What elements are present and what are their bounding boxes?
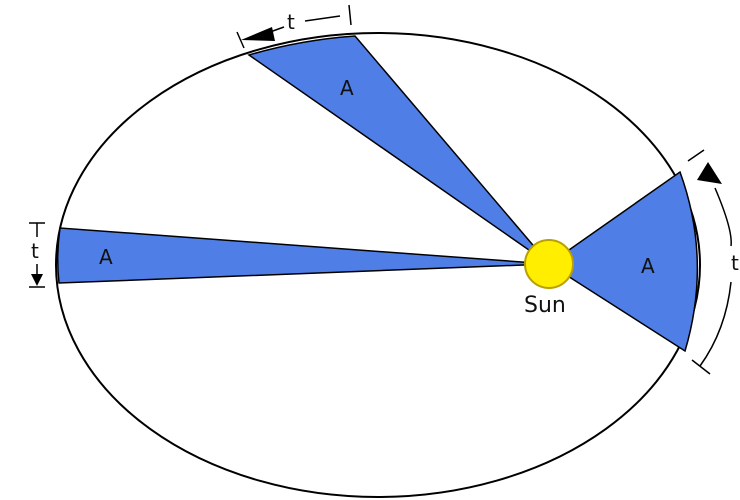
time-label-right: t <box>731 251 739 275</box>
time-label-left: t <box>31 239 39 263</box>
area-label-left: A <box>99 245 113 269</box>
time-marker-left: t <box>29 222 45 288</box>
sun <box>524 239 574 289</box>
sector-top <box>247 35 550 265</box>
area-label-right: A <box>641 254 655 278</box>
sector-left <box>56 227 550 284</box>
time-marker-top: t <box>236 4 352 49</box>
time-label-top: t <box>287 10 295 34</box>
arrow-up-icon <box>697 162 722 184</box>
arrow-down-icon <box>31 274 43 286</box>
area-label-top: A <box>340 76 354 100</box>
arrow-left-icon <box>241 27 275 41</box>
sun-label: Sun <box>524 293 566 318</box>
time-marker-right: t <box>687 149 739 375</box>
sector-right <box>547 170 699 353</box>
